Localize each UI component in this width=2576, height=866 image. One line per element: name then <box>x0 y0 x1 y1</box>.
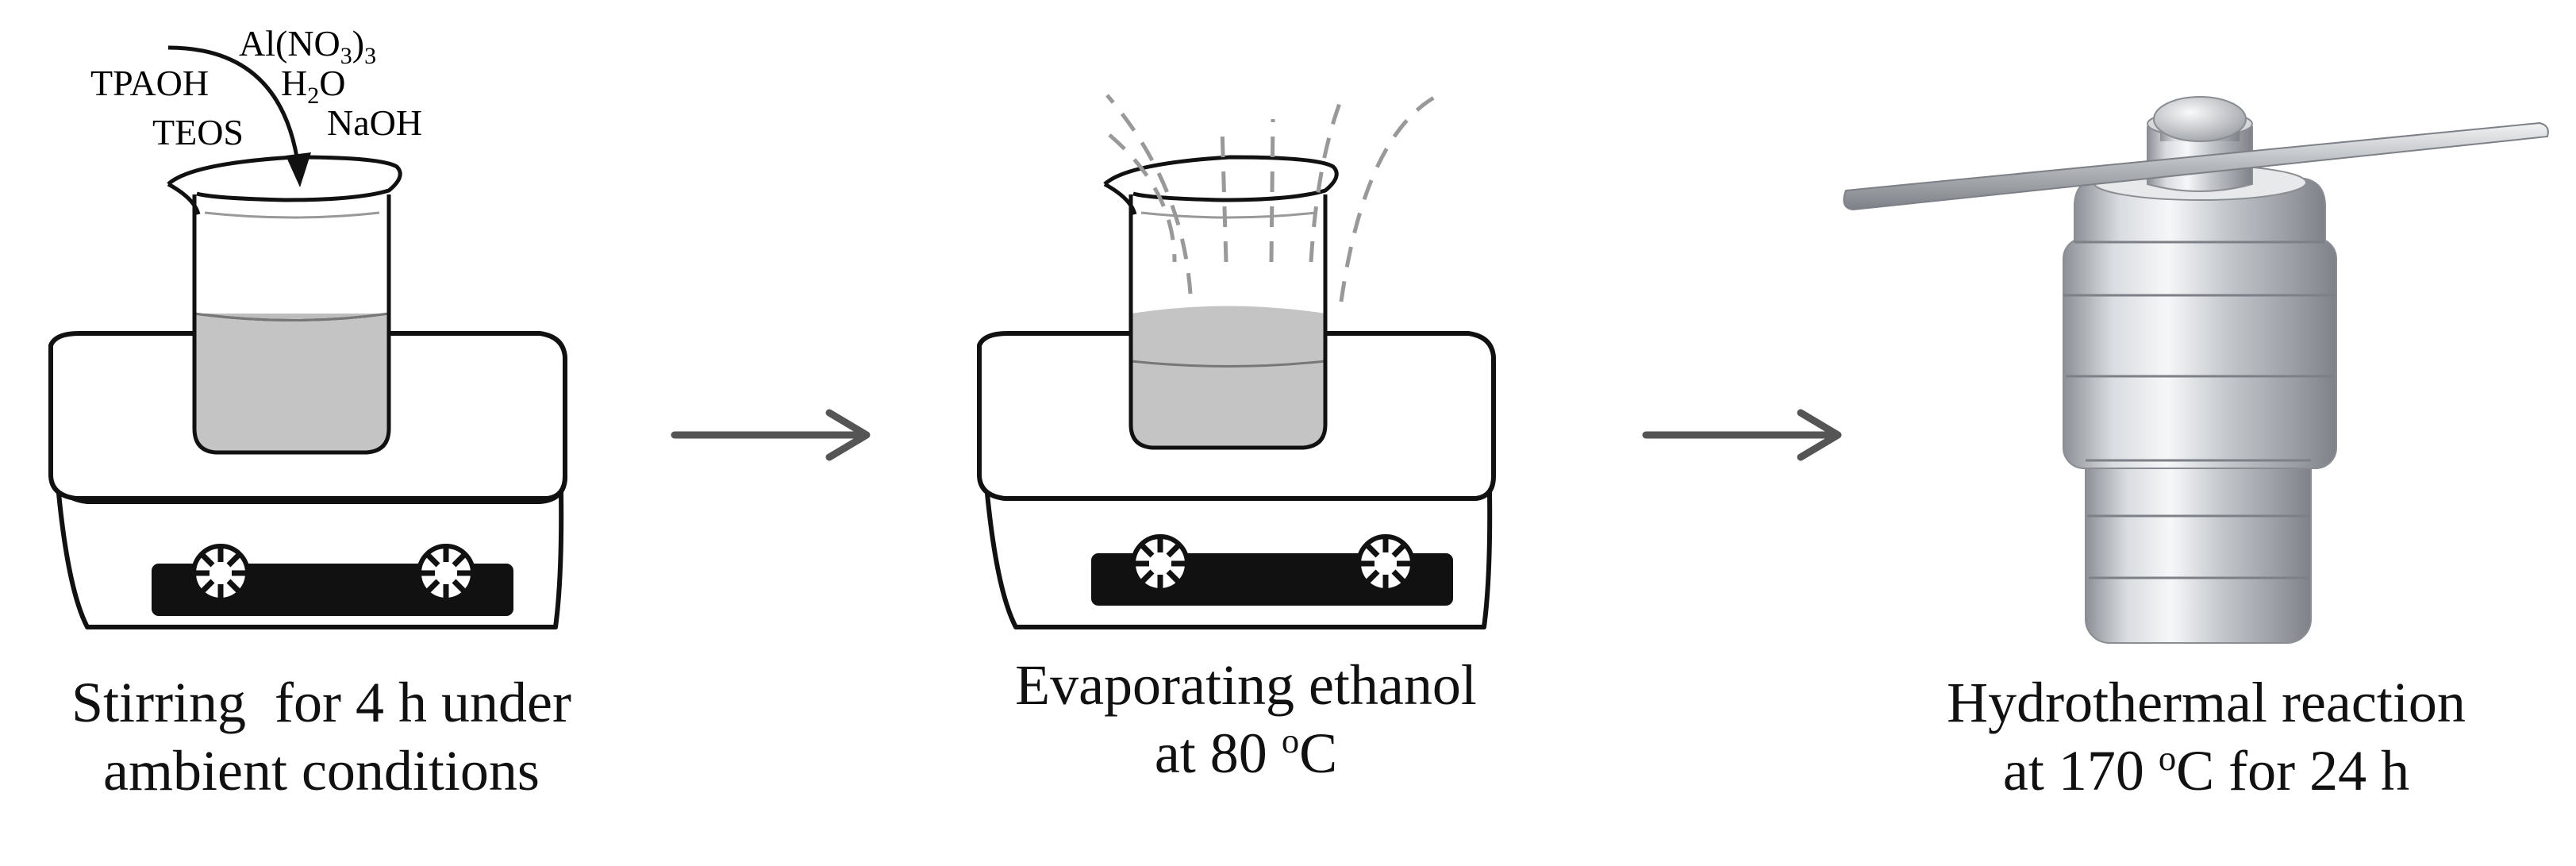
step3-caption-line2: at 170 oC for 24 h <box>2002 738 2410 802</box>
step1-caption-line1: Stirring for 4 h under <box>71 671 571 734</box>
hydrothermal-autoclave <box>1843 96 2549 644</box>
reagent-water: H2O <box>281 63 345 109</box>
vapor-lines <box>1105 93 1440 302</box>
hot-plate-knob-left[interactable] <box>1131 534 1190 593</box>
hot-plate-knob-right[interactable] <box>1356 534 1415 593</box>
hot-plate-knob-right[interactable] <box>417 544 475 602</box>
beaker <box>167 155 402 455</box>
step1-stirring-setup: Al(NO3)3 TPAOH H2O TEOS NaOH <box>48 23 567 629</box>
process-arrow-2 <box>1642 409 1842 461</box>
step2-caption: Evaporating ethanol at 80 oC <box>936 651 1555 787</box>
beaker-liquid <box>1131 306 1325 448</box>
step1-caption: Stirring for 4 h under ambient condition… <box>32 668 611 805</box>
reagent-teos: TEOS <box>152 112 244 152</box>
step3-caption: Hydrothermal reaction at 170 oC for 24 h <box>1889 668 2524 805</box>
step2-caption-line2: at 80 oC <box>1154 721 1338 785</box>
reagent-tpaoh: TPAOH <box>90 63 209 103</box>
beaker <box>1103 155 1339 450</box>
process-arrow-1 <box>671 409 871 461</box>
addition-arrow <box>167 45 311 187</box>
step1-caption-line2: ambient conditions <box>103 739 540 802</box>
step2-evaporation-setup <box>977 93 1496 629</box>
step3-caption-line1: Hydrothermal reaction <box>1947 671 2466 734</box>
reagent-al-nitrate: Al(NO3)3 <box>239 23 376 69</box>
step2-caption-line1: Evaporating ethanol <box>1015 653 1477 717</box>
reagent-naoh: NaOH <box>327 102 422 143</box>
autoclave-knob[interactable] <box>2153 96 2247 142</box>
autoclave-handle-rod[interactable] <box>1843 121 2549 211</box>
hot-plate-knob-left[interactable] <box>191 544 250 602</box>
beaker-liquid <box>194 314 389 452</box>
